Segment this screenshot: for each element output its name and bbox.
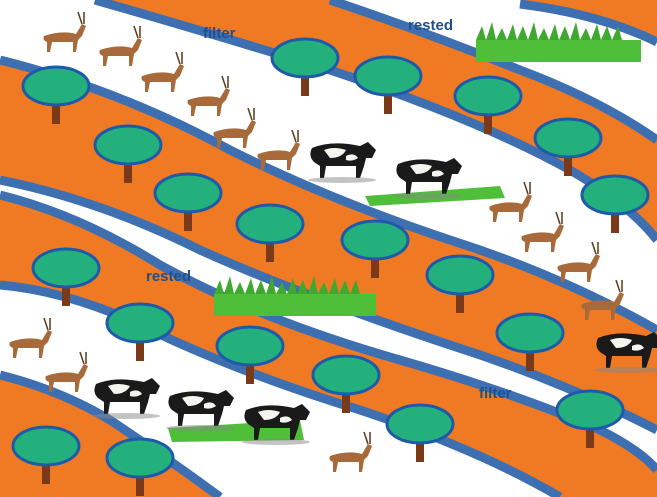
oryx-icon bbox=[329, 432, 372, 472]
cow-icon bbox=[308, 142, 376, 183]
filter-label-bottom: filter bbox=[479, 385, 512, 402]
gazelle-icon bbox=[45, 352, 88, 392]
rested-label-middle: rested bbox=[146, 268, 191, 285]
oryx-icon bbox=[43, 12, 86, 52]
tree-icon bbox=[107, 304, 173, 361]
antelope-icon bbox=[187, 76, 230, 116]
tree-icon bbox=[355, 57, 421, 114]
eland-icon bbox=[99, 26, 142, 66]
gazelle-icon bbox=[257, 130, 300, 170]
eland-icon bbox=[521, 212, 564, 252]
gazelle-icon bbox=[557, 242, 600, 282]
rested-label-top: rested bbox=[408, 17, 453, 34]
tree-icon bbox=[272, 39, 338, 96]
gazelle-icon bbox=[9, 318, 52, 358]
oryx-icon bbox=[141, 52, 184, 92]
tree-icon bbox=[387, 405, 453, 462]
filter-label-top: filter bbox=[203, 25, 236, 42]
